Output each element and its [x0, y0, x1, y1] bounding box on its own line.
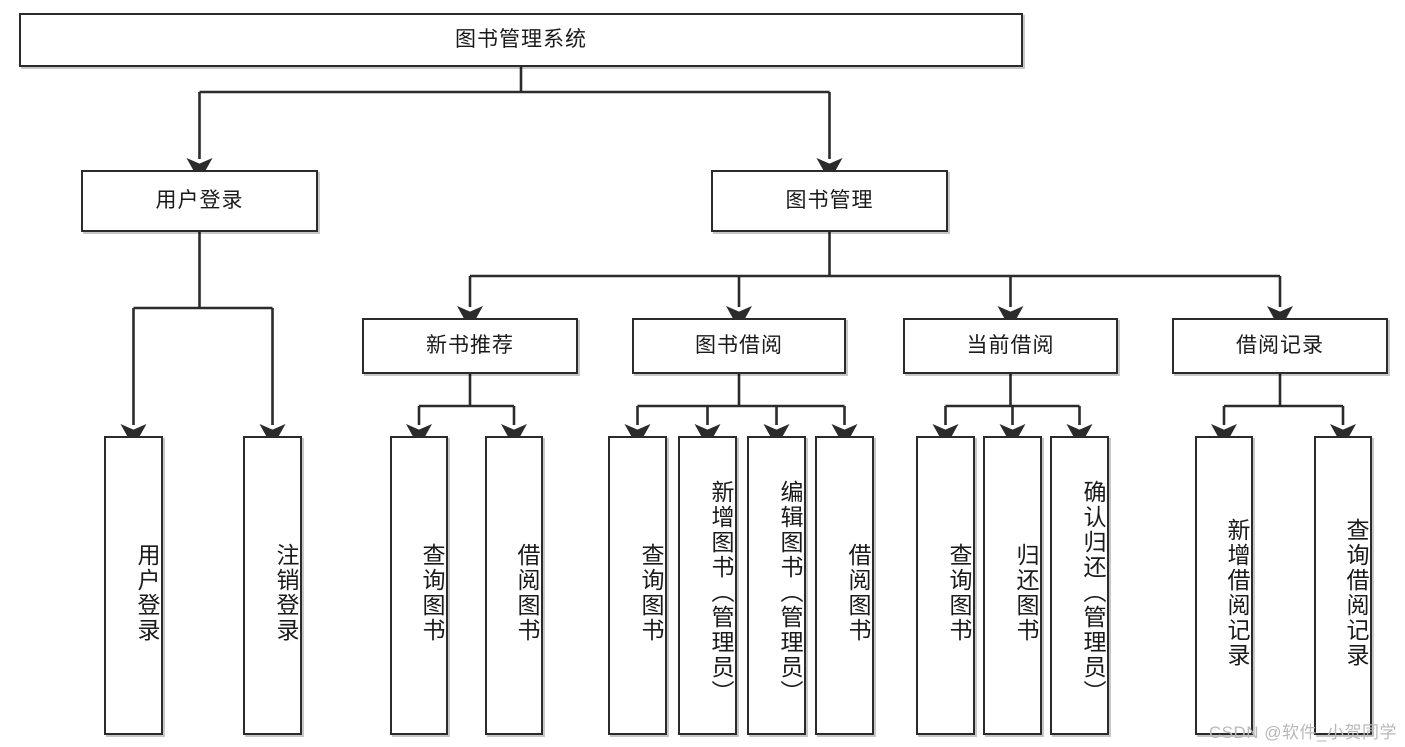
- leaf-query-borrow-record[interactable]: 查询借阅记录: [1314, 436, 1372, 735]
- node-label: 归还图书: [1013, 542, 1039, 643]
- node-label: 图书借阅: [695, 333, 783, 357]
- node-label: 查询图书: [419, 542, 445, 643]
- leaf-logout[interactable]: 注销登录: [243, 436, 302, 735]
- node-label: 编辑图书（管理员）: [777, 480, 803, 705]
- node-label: 查询图书: [638, 542, 664, 643]
- node-label: 查询图书: [946, 542, 972, 643]
- node-label: 图书管理: [785, 188, 874, 212]
- node-label: 注销登录: [273, 542, 299, 643]
- node-label: 用户登录: [155, 188, 244, 212]
- node-book-manage[interactable]: 图书管理: [711, 170, 948, 232]
- node-label: 查询借阅记录: [1343, 517, 1369, 668]
- node-label: 借阅图书: [845, 542, 871, 643]
- node-root[interactable]: 图书管理系统: [19, 13, 1023, 67]
- node-label: 当前借阅: [966, 333, 1055, 357]
- leaf-user-login[interactable]: 用户登录: [104, 436, 163, 735]
- node-current-borrow[interactable]: 当前借阅: [903, 318, 1118, 374]
- node-new-book-recommend[interactable]: 新书推荐: [362, 318, 578, 374]
- node-label: 借阅记录: [1236, 333, 1324, 357]
- leaf-edit-book[interactable]: 编辑图书（管理员）: [747, 436, 806, 735]
- leaf-return-book[interactable]: 归还图书: [983, 436, 1042, 735]
- leaf-borrow-book[interactable]: 借阅图书: [815, 436, 874, 735]
- node-label: 新书推荐: [426, 333, 514, 357]
- leaf-borrow-book-recommend[interactable]: 借阅图书: [485, 436, 543, 735]
- node-user-login[interactable]: 用户登录: [81, 170, 318, 232]
- node-label: 图书管理系统: [455, 27, 587, 51]
- node-label: 借阅图书: [514, 542, 540, 643]
- leaf-query-book-borrow[interactable]: 查询图书: [608, 436, 667, 735]
- node-borrow-record[interactable]: 借阅记录: [1172, 318, 1388, 374]
- node-book-borrow[interactable]: 图书借阅: [632, 318, 846, 374]
- leaf-confirm-return[interactable]: 确认归还（管理员）: [1050, 436, 1109, 735]
- leaf-add-borrow-record[interactable]: 新增借阅记录: [1195, 436, 1253, 735]
- leaf-add-book[interactable]: 新增图书（管理员）: [678, 436, 737, 735]
- node-label: 新增借阅记录: [1224, 517, 1250, 668]
- node-label: 用户登录: [134, 542, 160, 643]
- node-label: 确认归还（管理员）: [1080, 480, 1106, 705]
- node-label: 新增图书（管理员）: [708, 480, 734, 705]
- leaf-query-book-current[interactable]: 查询图书: [916, 436, 975, 735]
- csdn-watermark: CSDN @软件_小贺同学: [1208, 723, 1397, 742]
- leaf-query-book-recommend[interactable]: 查询图书: [390, 436, 448, 735]
